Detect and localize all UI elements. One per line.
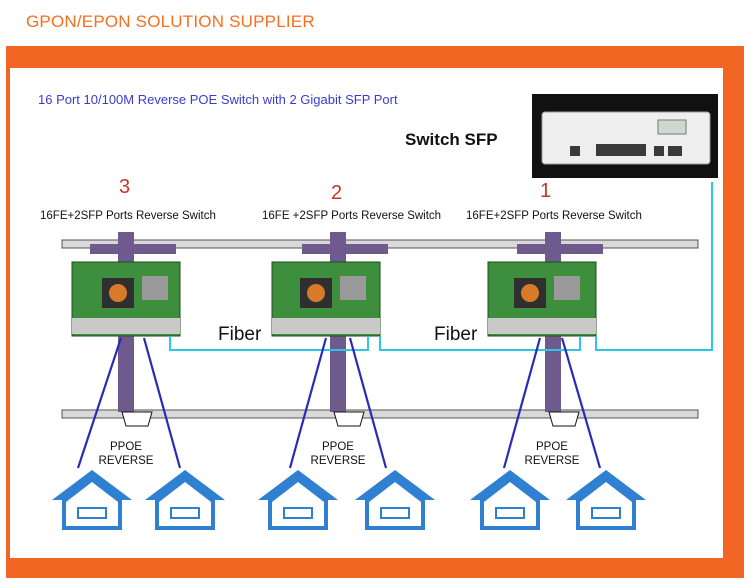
node-label-2: 16FE +2SFP Ports Reverse Switch [262, 210, 442, 222]
node-number-3: 3 [119, 176, 131, 198]
ppoe-line1: PPOE [110, 441, 142, 453]
node-label-3: 16FE+2SFP Ports Reverse Switch [40, 210, 216, 222]
node-number-2: 2 [331, 182, 343, 204]
ppoe-label-2: PPOE REVERSE [298, 440, 378, 468]
switch-board-2 [271, 261, 381, 337]
ppoe-line2: REVERSE [310, 455, 366, 467]
house-icon [470, 470, 550, 530]
switch-board-1 [487, 261, 597, 337]
header: GPON/EPON SOLUTION SUPPLIER [0, 0, 750, 46]
diagram-title: 16 Port 10/100M Reverse POE Switch with … [38, 92, 398, 107]
ppoe-line1: PPOE [322, 441, 354, 453]
house-icon [258, 470, 338, 530]
node-label-1: 16FE+2SFP Ports Reverse Switch [466, 210, 642, 222]
ppoe-line1: PPOE [536, 441, 568, 453]
fiber-link-3-2 [169, 336, 369, 351]
ppoe-label-3: PPOE REVERSE [86, 440, 166, 468]
fiber-link-1-uplink [595, 182, 713, 351]
house-icon [355, 470, 435, 530]
uplink-label: Switch SFP [405, 130, 498, 149]
header-title: GPON/EPON SOLUTION SUPPLIER [26, 12, 315, 31]
house-icon [566, 470, 646, 530]
house-icon [52, 470, 132, 530]
house-icon [145, 470, 225, 530]
node-number-1: 1 [540, 180, 552, 202]
drop-lines [76, 337, 602, 469]
switch-board-3 [71, 261, 181, 337]
fiber-label-2: Fiber [434, 324, 478, 345]
ppoe-label-1: PPOE REVERSE [512, 440, 592, 468]
sfp-switch-photo [532, 94, 718, 178]
ppoe-line2: REVERSE [524, 455, 580, 467]
fiber-label-1: Fiber [218, 324, 262, 345]
ppoe-line2: REVERSE [98, 455, 154, 467]
fiber-link-2-1 [379, 336, 581, 351]
lower-ground-beam [61, 409, 699, 419]
